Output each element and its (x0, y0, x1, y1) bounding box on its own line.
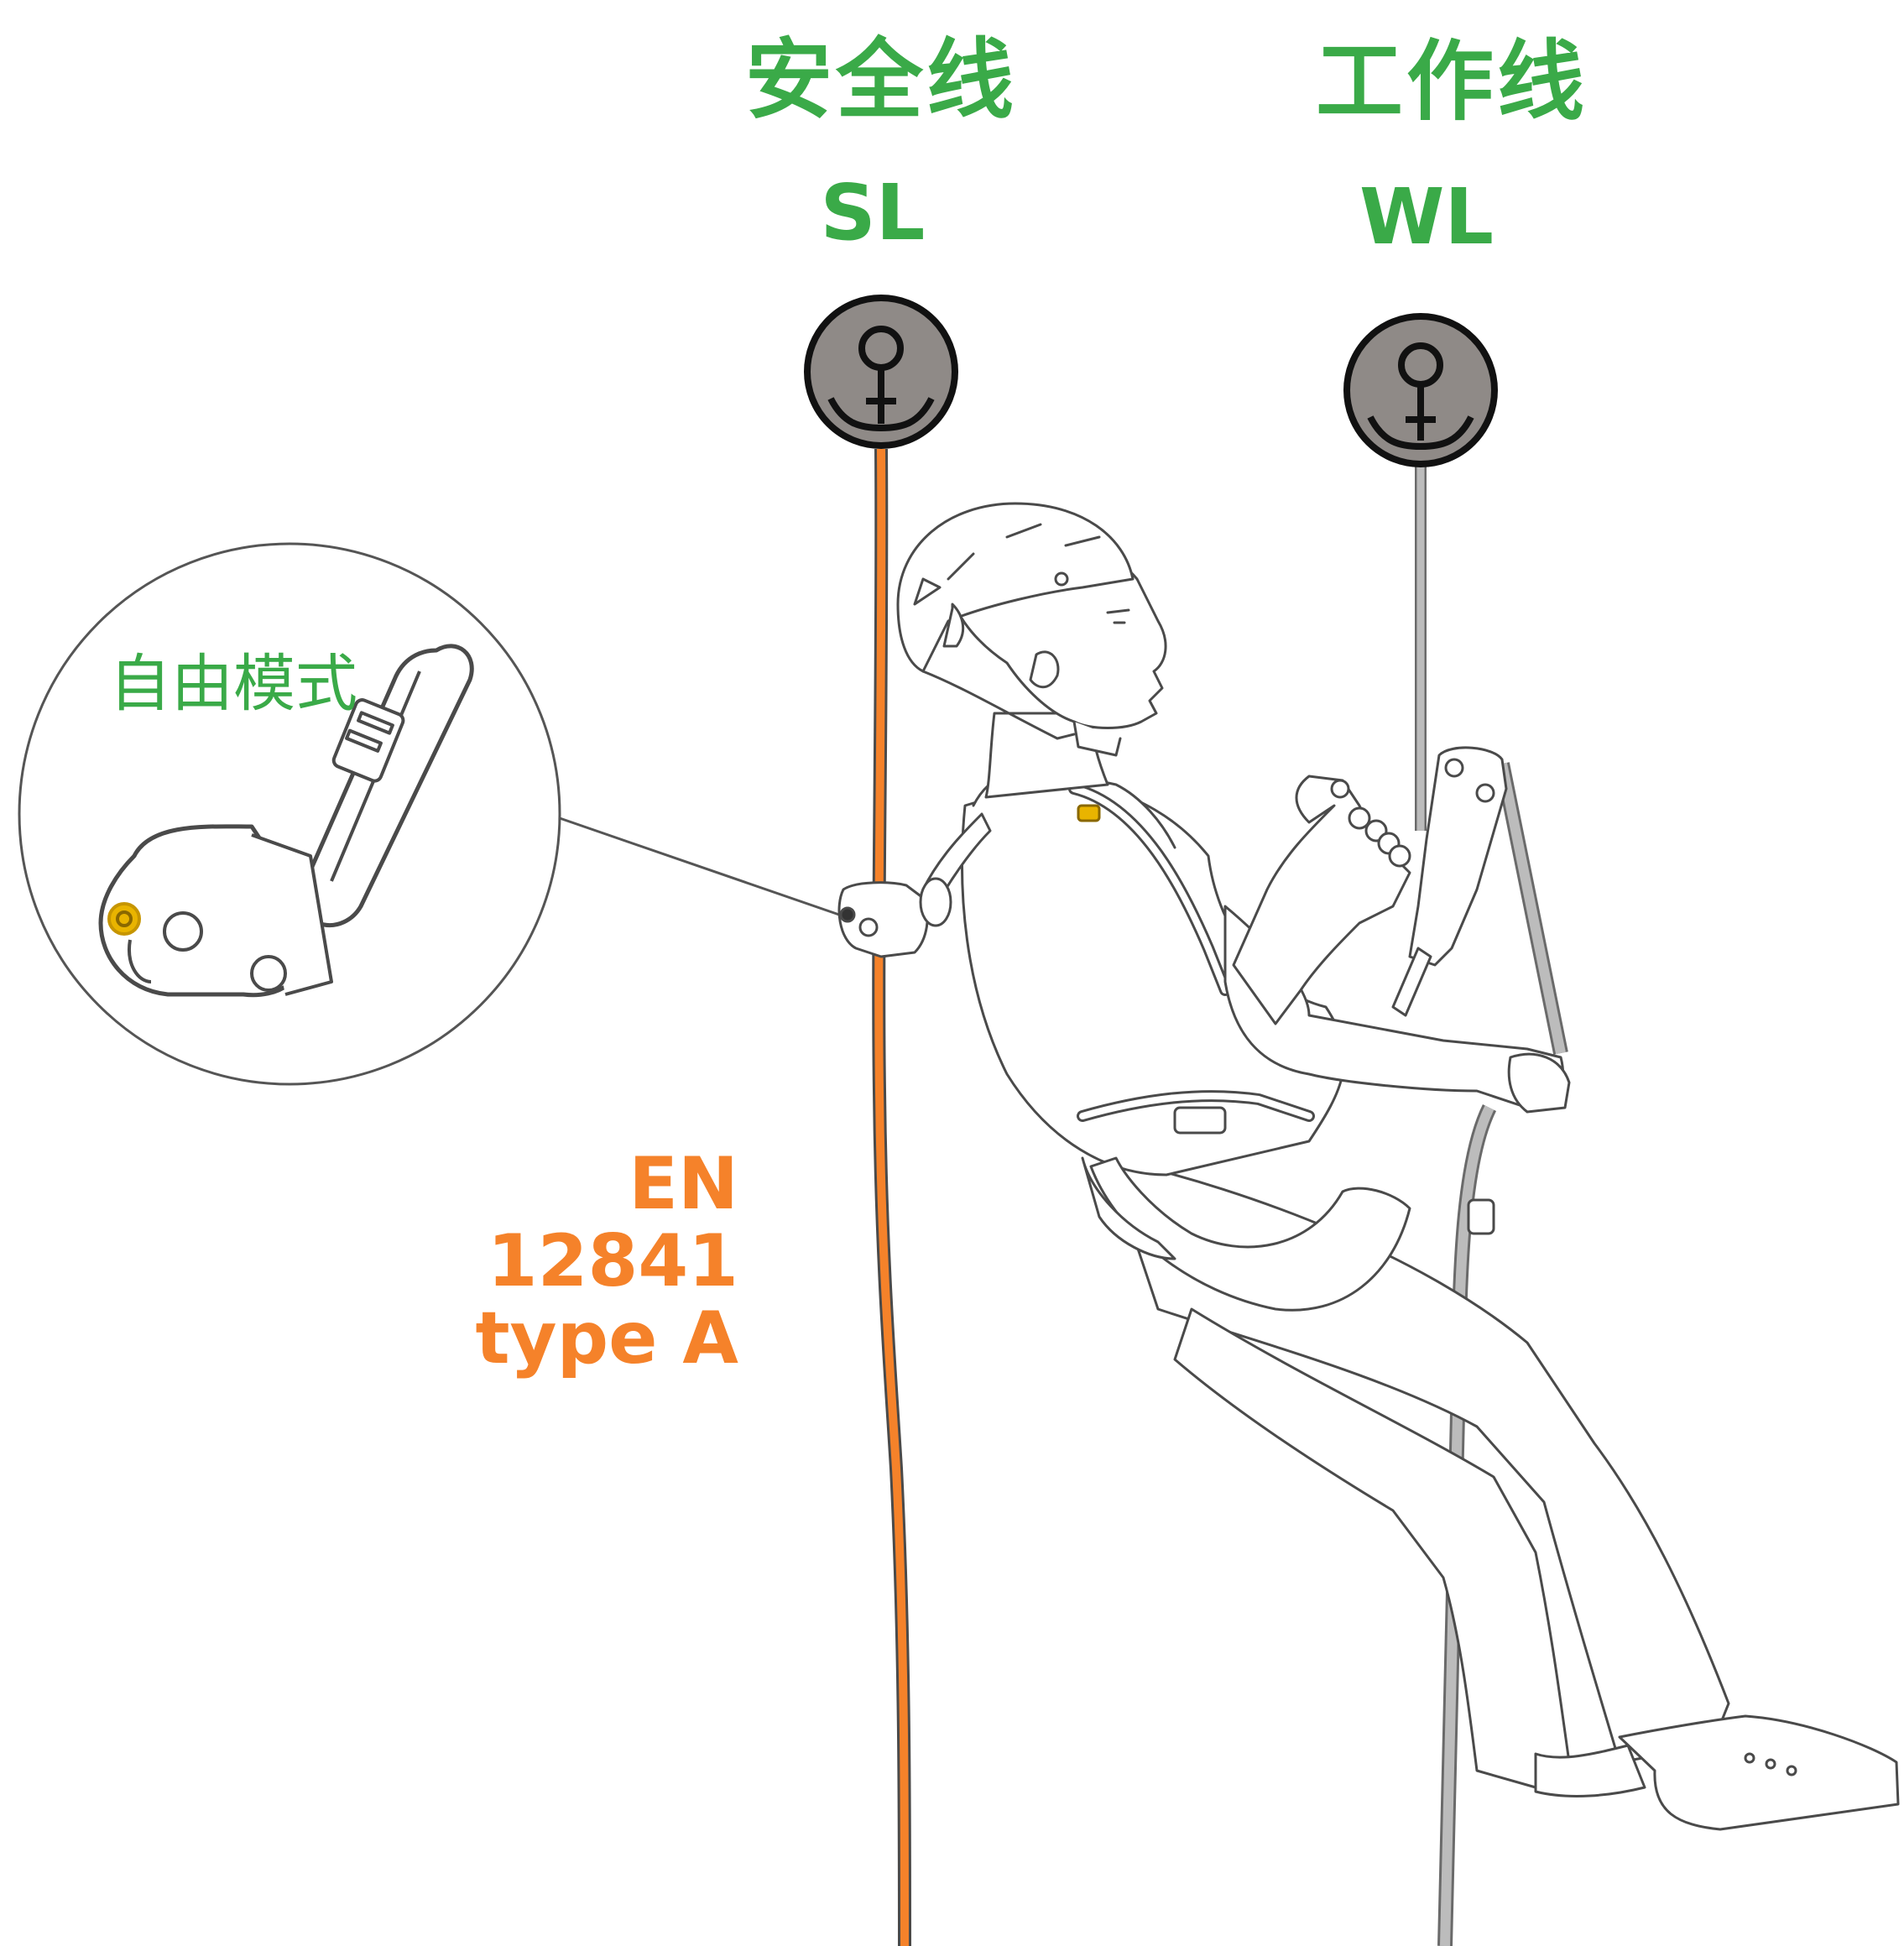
anchor-icon (1343, 313, 1498, 467)
standard-line-1: EN 12841 (487, 1142, 738, 1303)
safety-line-abbr: SL (820, 168, 926, 258)
descender-device-detail (98, 644, 474, 998)
working-line-title: 工作线 (1315, 30, 1588, 133)
safety-line-title: 安全线 (744, 29, 1017, 131)
free-mode-label: 自由模式 (109, 648, 357, 720)
anchor-icon (804, 295, 958, 449)
detail-callout (18, 542, 840, 1086)
standard-line-2: type A (475, 1296, 738, 1380)
standard-label: EN 12841 type A (369, 1145, 738, 1377)
working-line-abbr: WL (1359, 172, 1495, 262)
worker-figure (837, 502, 1900, 1831)
